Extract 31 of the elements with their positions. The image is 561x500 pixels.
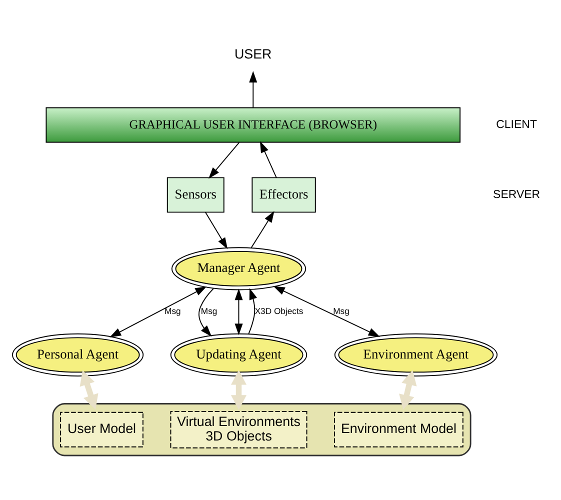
node-box: Virtual Environments 3D Objects bbox=[170, 410, 308, 448]
node-ellipse: Environment Agent bbox=[334, 332, 498, 376]
arrow bbox=[248, 288, 258, 334]
arrow bbox=[260, 140, 277, 178]
node-box: Effectors bbox=[252, 176, 316, 212]
edge-label: Msg bbox=[200, 305, 218, 316]
node-ellipse: Personal Agent bbox=[12, 332, 144, 376]
node-box: Sensors bbox=[166, 176, 224, 212]
node-text: USER bbox=[234, 46, 272, 62]
edge-label: Msg bbox=[333, 305, 350, 316]
arrow bbox=[273, 286, 380, 336]
node-ellipse: Manager Agent bbox=[171, 246, 306, 290]
arrow bbox=[208, 141, 240, 178]
edge-label: Msg bbox=[164, 305, 181, 316]
node-box: User Model bbox=[60, 411, 144, 447]
arrow bbox=[230, 369, 247, 410]
arrow bbox=[399, 370, 417, 410]
arrow bbox=[198, 288, 214, 336]
label: CLIENT bbox=[496, 118, 537, 130]
label: SERVER bbox=[493, 188, 540, 200]
edge-label: X3D Objects bbox=[254, 305, 304, 316]
arrow bbox=[249, 70, 258, 108]
arrow bbox=[110, 286, 207, 337]
arrow bbox=[204, 211, 228, 249]
arrow bbox=[250, 210, 274, 248]
node-ellipse: Updating Agent bbox=[170, 332, 308, 376]
cluster bbox=[52, 402, 472, 456]
arrow bbox=[234, 288, 243, 335]
node-box: Environment Model bbox=[334, 411, 464, 447]
node-box: GRAPHICAL USER INTERFACE (BROWSER) bbox=[46, 106, 461, 142]
arrow bbox=[80, 370, 98, 410]
